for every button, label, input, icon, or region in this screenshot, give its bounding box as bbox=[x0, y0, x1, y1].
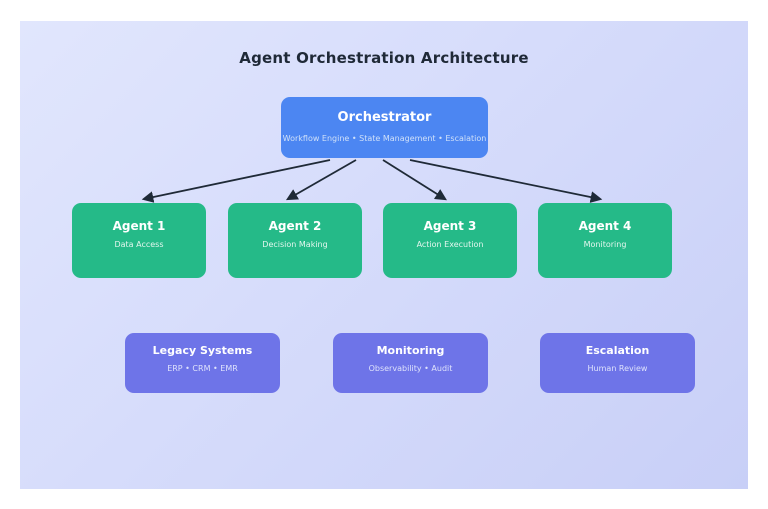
agent-subtitle: Decision Making bbox=[262, 240, 328, 249]
agent-title: Agent 2 bbox=[268, 219, 322, 233]
agent-subtitle: Monitoring bbox=[583, 240, 627, 249]
system-subtitle: ERP • CRM • EMR bbox=[167, 364, 238, 373]
agent-subtitle: Action Execution bbox=[416, 240, 484, 249]
agent-title: Agent 4 bbox=[578, 219, 632, 233]
system-title: Escalation bbox=[585, 344, 650, 357]
node-orchestrator: Orchestrator Workflow Engine • State Man… bbox=[281, 97, 488, 158]
diagram-canvas: Agent Orchestration Architecture Orchest… bbox=[20, 21, 748, 489]
node-agent-4: Agent 4 Monitoring bbox=[538, 203, 672, 278]
agent-title: Agent 3 bbox=[423, 219, 477, 233]
system-subtitle: Human Review bbox=[587, 364, 648, 373]
system-title: Monitoring bbox=[376, 344, 445, 357]
system-subtitle: Observability • Audit bbox=[368, 364, 453, 373]
node-legacy-systems: Legacy Systems ERP • CRM • EMR bbox=[125, 333, 280, 393]
node-agent-2: Agent 2 Decision Making bbox=[228, 203, 362, 278]
orchestrator-subtitle: Workflow Engine • State Management • Esc… bbox=[282, 134, 487, 143]
node-agent-1: Agent 1 Data Access bbox=[72, 203, 206, 278]
arrow-orchestrator-agent3 bbox=[382, 159, 447, 201]
arrow-orchestrator-agent1 bbox=[141, 159, 331, 203]
agent-title: Agent 1 bbox=[112, 219, 166, 233]
system-title: Legacy Systems bbox=[152, 344, 253, 357]
arrow-orchestrator-agent2 bbox=[285, 159, 357, 201]
node-monitoring: Monitoring Observability • Audit bbox=[333, 333, 488, 393]
agent-subtitle: Data Access bbox=[114, 240, 164, 249]
orchestrator-title: Orchestrator bbox=[337, 110, 432, 125]
node-agent-3: Agent 3 Action Execution bbox=[383, 203, 517, 278]
arrow-orchestrator-agent4 bbox=[409, 159, 603, 203]
node-escalation: Escalation Human Review bbox=[540, 333, 695, 393]
diagram-title: Agent Orchestration Architecture bbox=[239, 49, 529, 67]
